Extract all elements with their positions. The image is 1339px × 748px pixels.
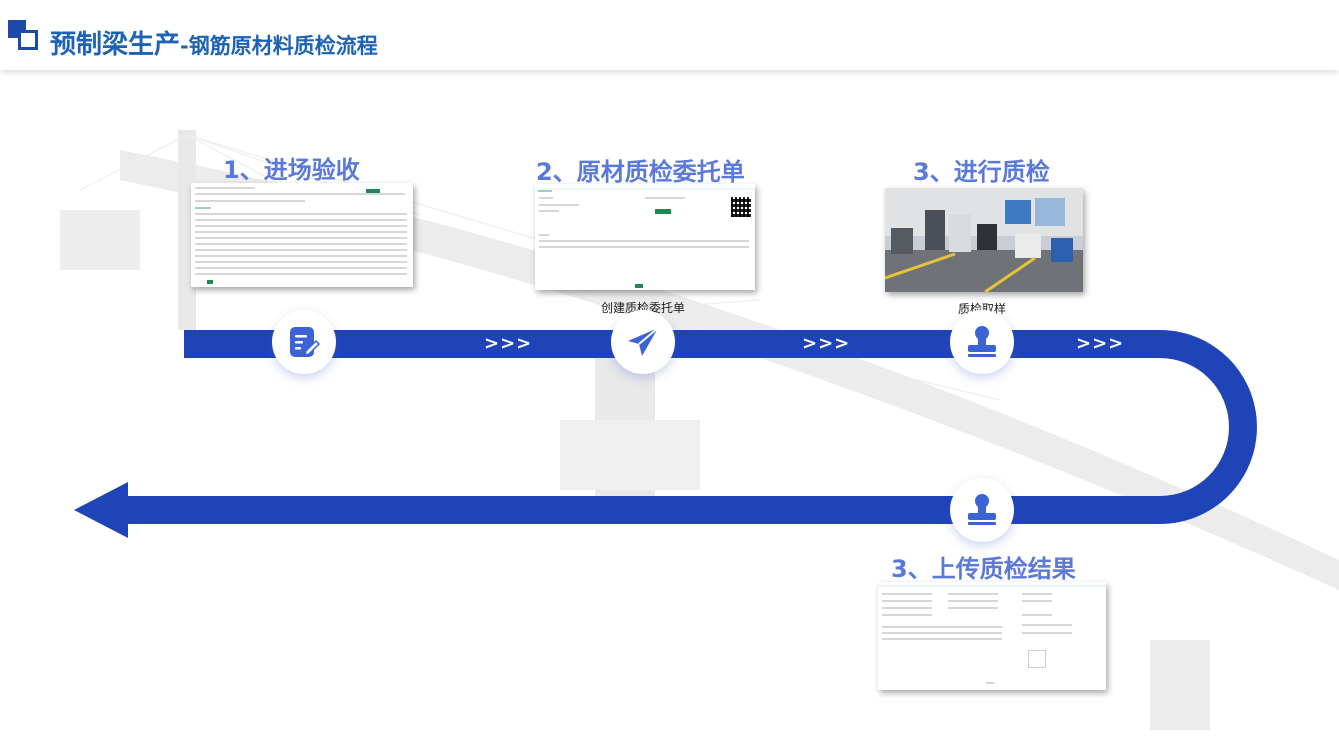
step-3-title: 3、进行质检 <box>913 158 1050 186</box>
step-2-caption: 创建质检委托单 <box>601 301 686 315</box>
step-4-icon-circle <box>950 478 1014 542</box>
page-title: 预制梁生产-钢筋原材料质检流程 <box>50 24 378 61</box>
page-title-sub: -钢筋原材料质检流程 <box>180 34 378 58</box>
step-1-icon-circle <box>272 310 336 374</box>
step-3-lab-photo <box>885 188 1083 292</box>
stamp-icon <box>968 494 996 525</box>
step-1-screenshot <box>191 183 413 287</box>
step-2-icon-circle <box>611 310 675 374</box>
paper-plane-icon <box>628 327 659 356</box>
step-3-icon-circle <box>950 310 1014 374</box>
step-2-screenshot <box>535 184 755 290</box>
arrow-chevrons-2: >>> <box>802 333 851 354</box>
logo-icon <box>8 20 42 54</box>
page-header: 预制梁生产-钢筋原材料质检流程 <box>0 0 1339 70</box>
edit-document-icon <box>290 327 321 357</box>
step-4-title: 3、上传质检结果 <box>891 555 1076 583</box>
step-2-title: 2、原材质检委托单 <box>536 158 745 186</box>
stamp-icon <box>968 326 996 357</box>
step-4-screenshot <box>878 582 1106 690</box>
arrow-chevrons-3: >>> <box>1076 333 1125 354</box>
step-1-title: 1、进场验收 <box>223 156 360 184</box>
arrow-chevrons-1: >>> <box>484 333 533 354</box>
page-title-main: 预制梁生产 <box>50 30 181 60</box>
